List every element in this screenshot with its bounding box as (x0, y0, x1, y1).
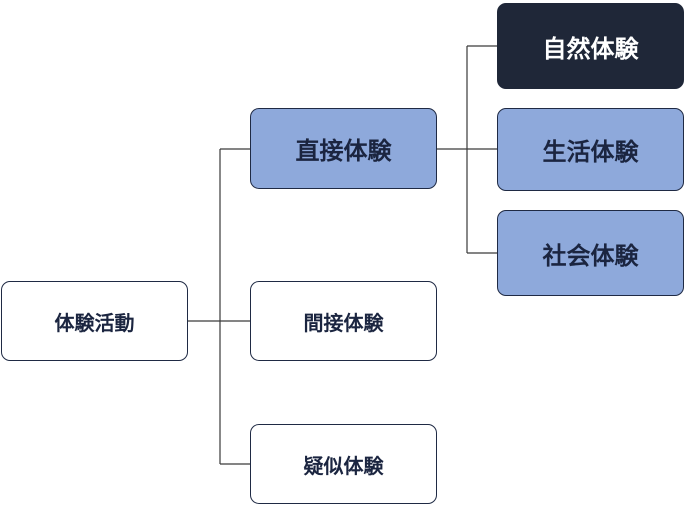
node-simulated-experience: 疑似体験 (250, 424, 437, 504)
node-label: 直接体験 (295, 137, 392, 165)
node-label: 疑似体験 (303, 453, 384, 478)
node-label: 体験活動 (54, 310, 135, 335)
node-nature-experience: 自然体験 (497, 3, 684, 89)
node-indirect-experience: 間接体験 (250, 281, 437, 361)
node-label: 間接体験 (303, 310, 384, 335)
node-label: 自然体験 (542, 34, 639, 63)
node-direct-experience: 直接体験 (250, 108, 437, 189)
node-experiential-activities: 体験活動 (1, 281, 188, 361)
node-label: 社会体験 (542, 241, 639, 270)
node-label: 生活体験 (542, 138, 639, 166)
node-social-experience: 社会体験 (497, 210, 684, 296)
node-life-experience: 生活体験 (497, 108, 684, 191)
